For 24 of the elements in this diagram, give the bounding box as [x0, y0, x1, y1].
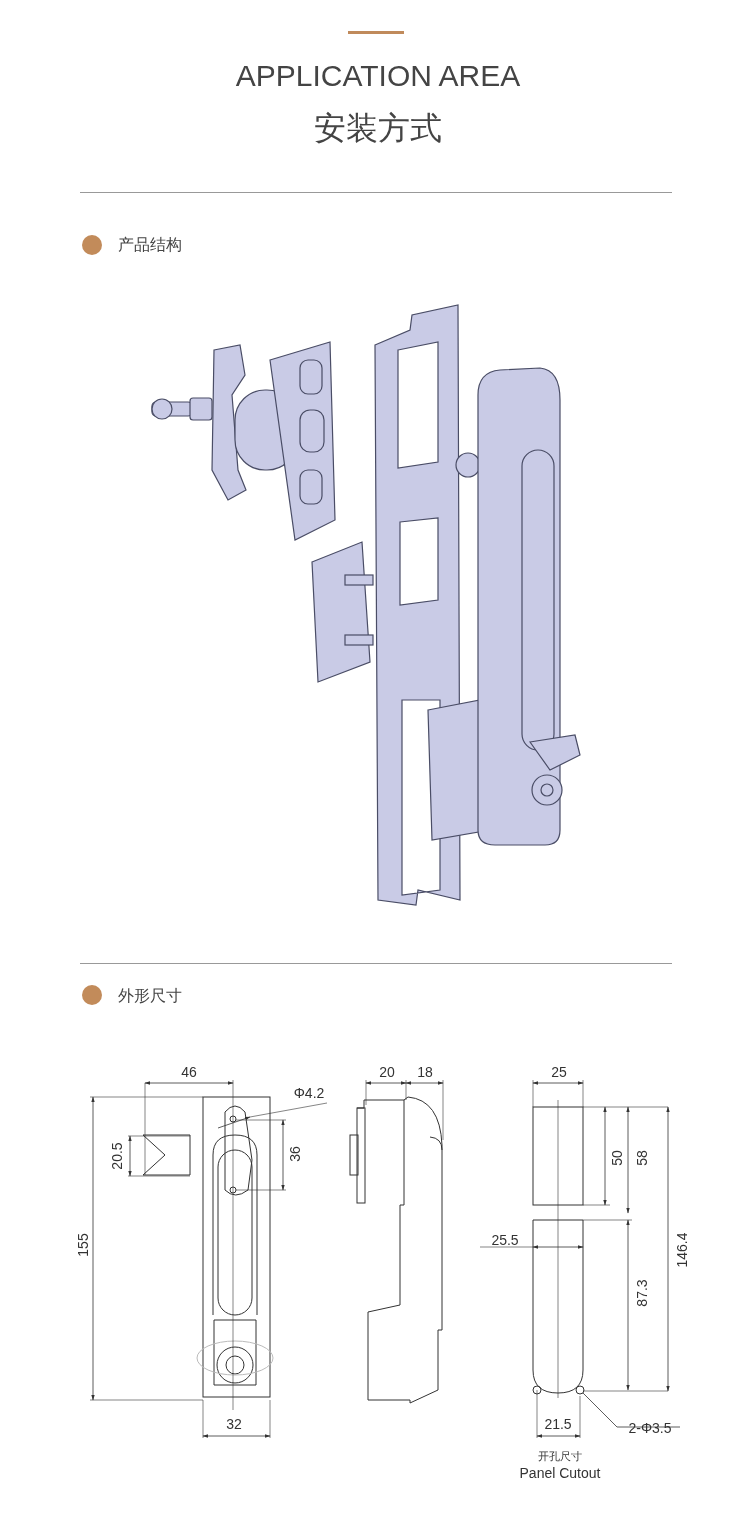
dimension-value: 46 [181, 1065, 197, 1079]
dimension-value: 32 [226, 1417, 242, 1431]
dimension-value: 25 [551, 1065, 567, 1079]
leader-line [582, 1392, 681, 1428]
dimension-value: 87.3 [635, 1279, 649, 1307]
dimension-value: 20 [379, 1065, 395, 1079]
dimension-value: 20.5 [110, 1142, 124, 1170]
dimension-value: 36 [288, 1146, 302, 1162]
page-title: APPLICATION AREA [235, 61, 521, 91]
dimension-value: 2-Φ3.5 [628, 1421, 672, 1435]
dimension-value: 21.5 [544, 1417, 572, 1431]
caption: Panel Cutout [519, 1466, 601, 1480]
dimension-value: 25.5 [491, 1233, 519, 1247]
section-heading: 外形尺寸 [118, 988, 182, 1004]
mounting-hole [575, 1385, 585, 1395]
caption: 开孔尺寸 [538, 1450, 582, 1462]
section-heading: 产品结构 [118, 237, 182, 253]
subtitle: 安装方式 [314, 112, 442, 144]
dimension-value: 50 [610, 1150, 624, 1166]
dimension-value: 146.4 [675, 1232, 689, 1268]
dimension-value: Φ4.2 [293, 1086, 325, 1100]
dimension-value: 58 [635, 1150, 649, 1166]
dimension-value: 18 [417, 1065, 433, 1079]
dimension-value: 155 [76, 1233, 90, 1257]
